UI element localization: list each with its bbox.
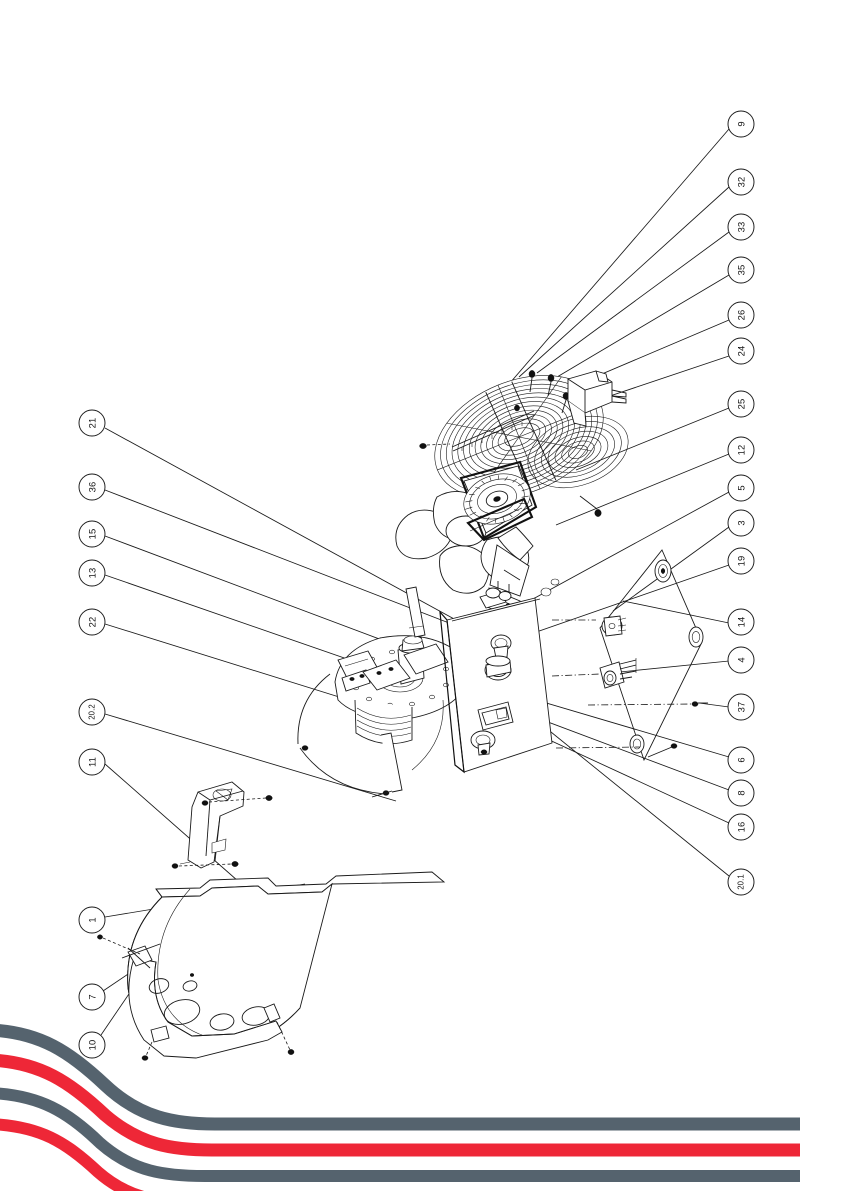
drain-bolt [587,701,708,707]
fan-grille [434,375,604,499]
callout-label: 8 [736,790,747,795]
grommet-top [654,559,672,583]
callout-7[interactable]: 7 [78,983,106,1011]
grommet-bottom [629,734,645,754]
callout-label: 21 [87,418,98,429]
callout-13[interactable]: 13 [78,559,106,587]
callout-label: 33 [736,222,747,233]
base-plate [128,957,295,1061]
callout-label: 20.1 [737,874,746,890]
callout-label: 3 [736,520,747,525]
callout-label: 4 [736,657,747,662]
red-stripe-1 [0,1054,800,1157]
power-switch [477,701,514,731]
callout-label: 15 [87,529,98,540]
valve-cluster [601,615,627,637]
capacitor-box [567,370,627,427]
callout-25[interactable]: 25 [727,390,755,418]
callout-label: 22 [87,617,98,628]
callout-19[interactable]: 19 [727,547,755,575]
gray-stripe-1 [0,1024,800,1131]
callout-33[interactable]: 33 [727,213,755,241]
callout-36[interactable]: 36 [78,473,106,501]
callout-5[interactable]: 5 [727,474,755,502]
callout-26[interactable]: 26 [727,301,755,329]
callout-label: 16 [736,822,747,833]
callout-label: 11 [87,757,98,767]
callout-6[interactable]: 6 [727,746,755,774]
callout-37[interactable]: 37 [727,693,755,721]
callout-24[interactable]: 24 [727,337,755,365]
callout-label: 13 [87,568,98,579]
tie-rods [371,586,426,798]
callout-12[interactable]: 12 [727,436,755,464]
callout-20-2[interactable]: 20.2 [78,698,106,726]
callout-label: 36 [87,482,98,493]
wave-stripes [0,1024,800,1191]
callout-16[interactable]: 16 [727,813,755,841]
callout-label: 7 [87,994,98,999]
callout-10[interactable]: 10 [78,1031,106,1059]
callout-9[interactable]: 9 [727,110,755,138]
callout-4[interactable]: 4 [727,646,755,674]
callout-label: 20.2 [88,704,97,720]
leader-lines [100,128,730,1036]
grommet-right [688,626,704,648]
callout-label: 14 [736,617,747,628]
motor-mount-plate [297,635,467,795]
callout-label: 32 [736,177,747,188]
panel-bottom-nipple [647,743,678,758]
motor [459,460,538,561]
callout-label: 12 [736,445,747,456]
tank-screw [301,745,309,751]
callout-label: 35 [736,265,747,276]
callout-22[interactable]: 22 [78,608,106,636]
regulator-knob [484,655,512,681]
callout-1[interactable]: 1 [78,906,106,934]
callout-20-1[interactable]: 20.1 [727,868,755,896]
threaded-fitting [599,658,637,689]
callout-label: 10 [87,1040,98,1051]
callout-label: 6 [736,757,747,762]
callout-label: 24 [736,346,747,357]
air-outlet [470,730,496,756]
callout-label: 25 [736,399,747,410]
callout-11[interactable]: 11 [78,748,106,776]
callout-21[interactable]: 21 [78,409,106,437]
tank-inlet-fittings [97,934,161,969]
callout-32[interactable]: 32 [727,168,755,196]
grille-crossbar [451,410,536,452]
handle [171,781,273,869]
fan-grille-secondary [527,415,629,489]
callout-label: 5 [736,485,747,490]
callout-label: 9 [736,121,747,126]
fittings-panel [551,549,708,762]
pressure-gauge [490,634,512,659]
gray-stripe-2 [0,1087,800,1182]
grille-screws [419,370,602,517]
callout-3[interactable]: 3 [727,509,755,537]
control-panel [439,581,553,774]
callout-markers: 21 36 15 13 22 20.2 11 1 [78,110,755,1059]
callout-label: 19 [736,556,747,567]
callout-35[interactable]: 35 [727,256,755,284]
callout-14[interactable]: 14 [727,608,755,636]
callout-15[interactable]: 15 [78,520,106,548]
callout-label: 26 [736,310,747,321]
callout-label: 37 [736,702,747,713]
red-stripe-2 [0,1118,145,1191]
callout-8[interactable]: 8 [727,779,755,807]
callout-label: 1 [87,917,98,922]
